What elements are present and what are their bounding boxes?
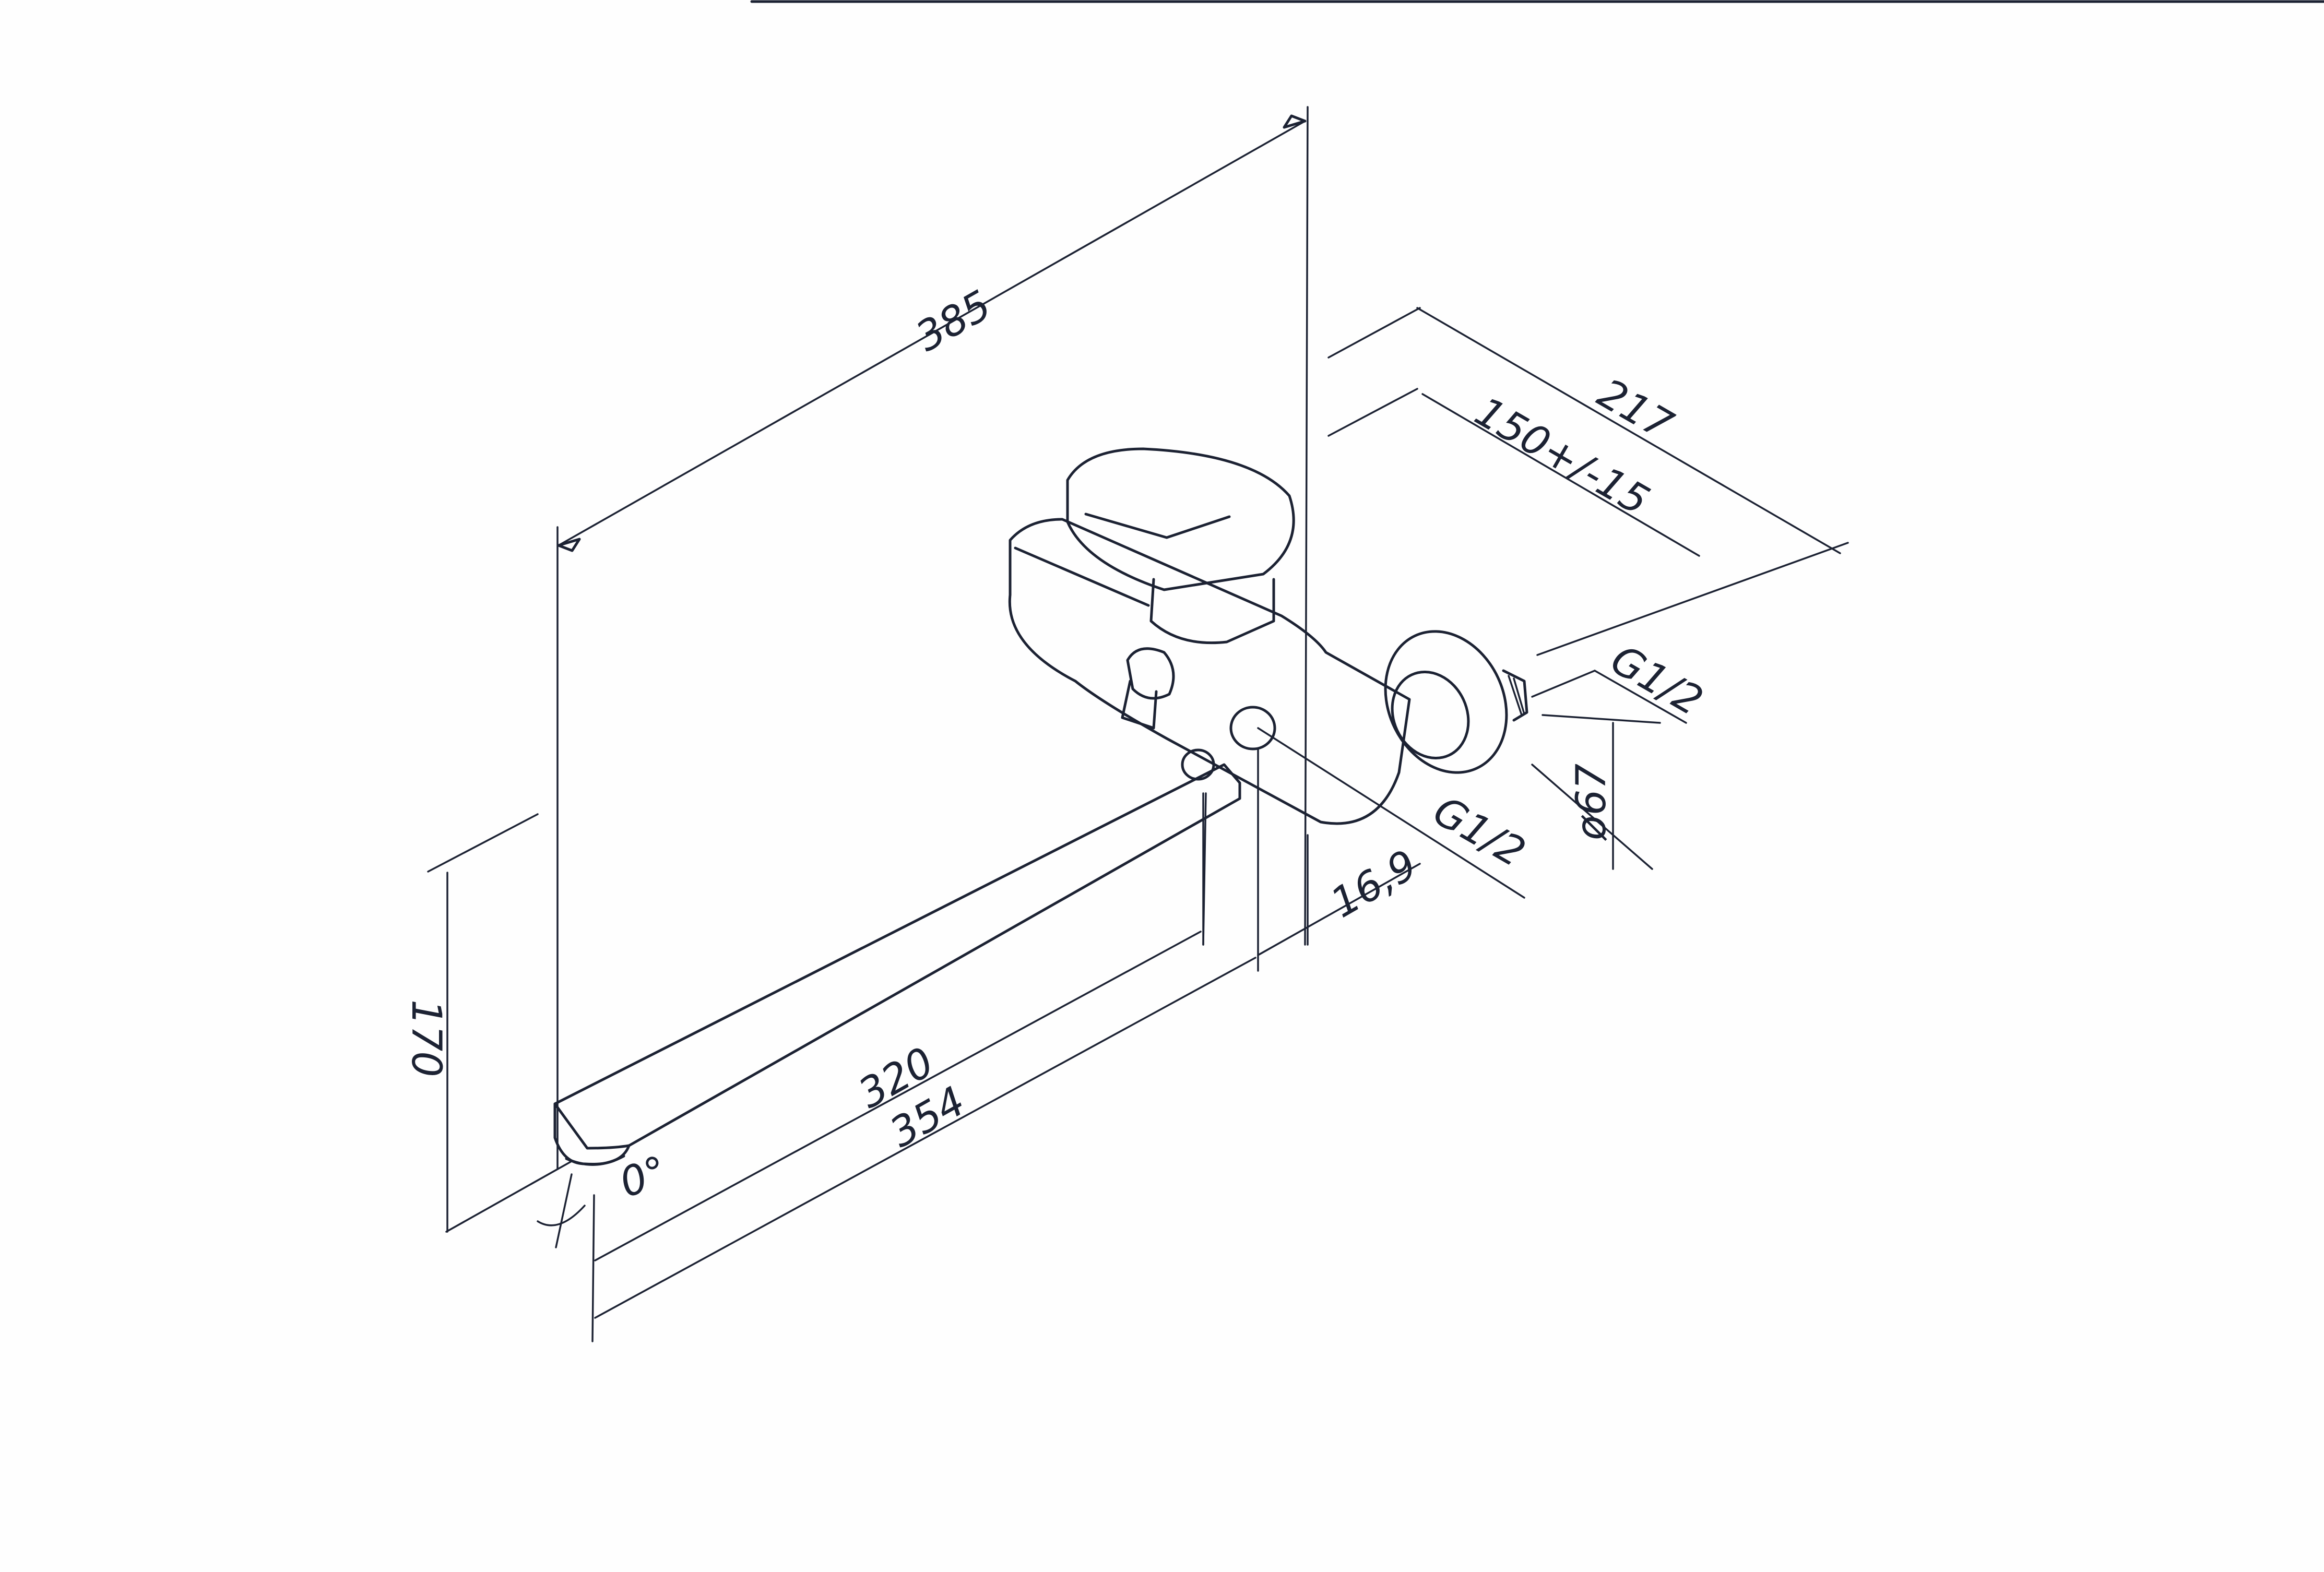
leader-g12-upper	[1531, 670, 1596, 698]
extension-line-o67-top	[1542, 714, 1661, 724]
dim-label-385: 385	[908, 282, 999, 361]
arrow-385-right	[1283, 114, 1307, 129]
dimension-line-150	[1421, 393, 1700, 557]
hex-nut	[1391, 670, 1470, 760]
extension-line-354	[591, 1194, 595, 1342]
dimension-line-354	[594, 957, 1256, 1319]
arrow-385-left	[557, 538, 581, 552]
thread-line-1	[1508, 675, 1523, 716]
thread-callout-upper: G1/2	[1531, 636, 1711, 725]
dim-label-o67: ø67	[1568, 764, 1615, 841]
dimension-line-385	[558, 120, 1306, 546]
dimension-line-217	[1416, 307, 1841, 554]
extension-line-170-top	[427, 813, 539, 873]
dim-label-16-9: 16,9	[1323, 841, 1425, 927]
dimension-line-16-9	[1257, 863, 1421, 956]
extension-line-right-385	[1304, 106, 1309, 946]
thread-line-2	[1513, 677, 1525, 715]
dimension-320: 320	[594, 792, 1204, 1261]
extension-line-o67-bottom	[1531, 764, 1653, 870]
label-g12-lower: G1/2	[1426, 788, 1533, 877]
dimension-354: 354	[591, 957, 1256, 1342]
spout-body	[553, 763, 1241, 1150]
diverter-knob	[1126, 647, 1175, 700]
extension-line-170-bottom	[445, 1160, 573, 1233]
spout-reference-line	[1202, 792, 1207, 946]
swivel-arc	[537, 1205, 586, 1226]
leader-g12-lower	[1257, 727, 1525, 899]
cartridge-cap	[1229, 706, 1276, 751]
label-g12-upper: G1/2	[1603, 636, 1711, 725]
dimension-line-320	[594, 931, 1202, 1261]
diverter-stem	[1121, 680, 1158, 730]
extension-line-217-b	[1536, 542, 1849, 656]
dimension-o67: ø67	[1531, 714, 1661, 870]
handle-edge	[1084, 513, 1231, 539]
escutcheon	[1384, 630, 1508, 774]
dim-label-217: 217	[1590, 370, 1681, 449]
handle-lever	[1066, 447, 1295, 591]
leader-g12-upper-shelf	[1594, 670, 1687, 724]
spout-tip	[553, 1102, 631, 1166]
dim-label-170: 170	[402, 999, 449, 1077]
diverter-base	[1181, 748, 1215, 781]
handle-base	[1149, 578, 1275, 645]
mixer-body	[1008, 518, 1411, 825]
swivel-axis	[555, 1173, 573, 1248]
dimension-170: 170	[402, 813, 573, 1233]
extension-line-217-a	[1327, 307, 1421, 359]
faucet-outline	[553, 447, 1528, 1166]
extension-line-150-a	[1327, 388, 1418, 437]
dimension-385: 385	[556, 106, 1309, 1170]
aerator	[565, 1154, 625, 1166]
inlet-thread	[1502, 669, 1528, 722]
body-crease	[1014, 546, 1150, 607]
